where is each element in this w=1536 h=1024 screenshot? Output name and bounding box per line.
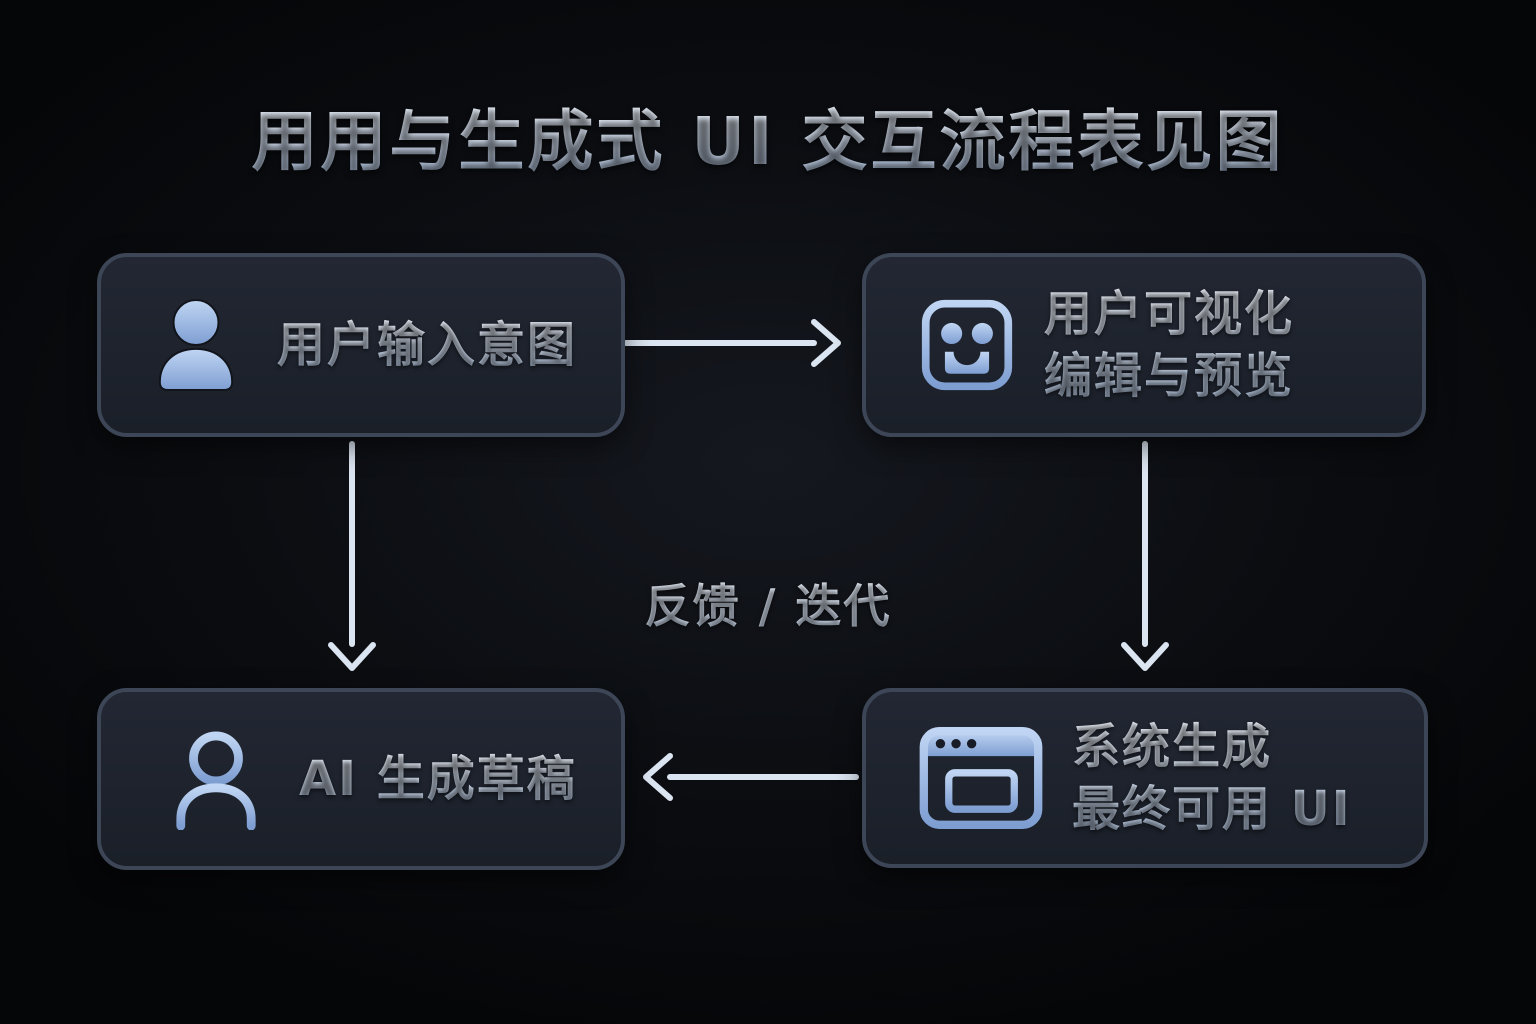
user-filled-icon (158, 299, 234, 391)
node-label: 用户输入意图 (277, 314, 577, 376)
arrow-visual-edit-to-system-ui (1121, 441, 1169, 671)
node-user-input: 用户输入意图 (97, 253, 625, 437)
node-system-final-ui: 系统生成 最终可用 UI (862, 688, 1428, 868)
node-visual-edit-preview: 用户可视化 编辑与预览 (862, 253, 1426, 437)
feedback-iteration-label: 反馈 / 迭代 (645, 570, 892, 636)
bot-face-icon (921, 299, 1013, 391)
node-label: 系统生成 最终可用 UI (1072, 716, 1352, 841)
node-label: 用户可视化 编辑与预览 (1044, 283, 1294, 408)
user-outline-icon (176, 731, 256, 830)
browser-window-icon (919, 727, 1043, 829)
arrow-system-ui-to-ai-draft (643, 753, 859, 801)
arrow-user-input-to-ai-draft (328, 441, 376, 671)
node-ai-draft: AI 生成草稿 (97, 688, 625, 870)
node-label: AI 生成草稿 (299, 748, 577, 810)
diagram-title: 用用与生成式 UI 交互流程表见图 (0, 88, 1536, 184)
arrow-user-input-to-visual-edit (623, 319, 841, 367)
